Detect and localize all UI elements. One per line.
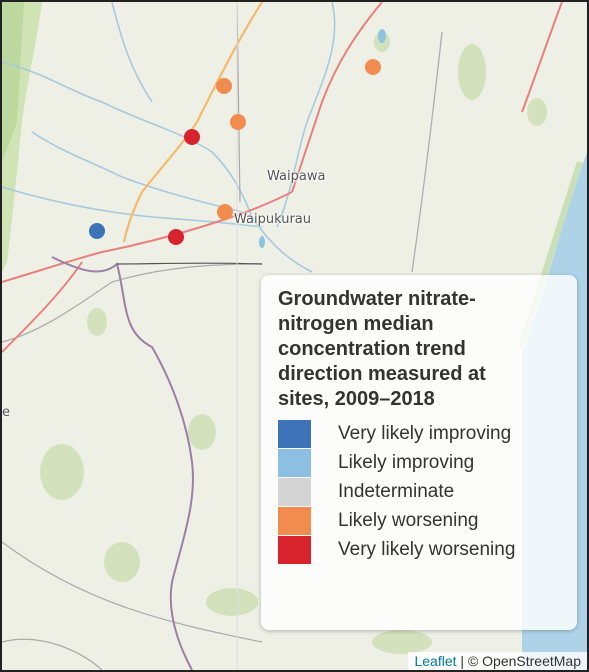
legend-label: Very likely improving [338,422,512,444]
legend-item: Indeterminate [278,477,563,506]
legend-swatch [278,419,311,448]
legend-swatch [278,448,311,477]
legend-title: Groundwater nitrate-nitrogen median conc… [278,288,486,410]
legend-label: Likely improving [338,451,475,473]
legend-label: Likely worsening [338,509,479,531]
legend-swatch [278,506,311,535]
legend-item: Very likely improving [278,419,563,448]
legend-item: Likely improving [278,448,563,477]
legend-swatch [278,535,311,564]
legend-item: Likely worsening [278,506,563,535]
map-attribution: Leaflet | © OpenStreetMap [408,652,587,670]
leaflet-link[interactable]: Leaflet [414,653,457,669]
legend-label: Very likely worsening [338,538,516,560]
town-label: Waipawa [267,169,326,184]
town-label: Waipukurau [234,212,312,227]
map-legend: Groundwater nitrate-nitrogen median conc… [261,275,577,630]
legend-label: Indeterminate [338,480,455,502]
legend-swatch [278,477,311,506]
town-label: e [2,405,10,420]
legend-item: Very likely worsening [278,535,563,564]
attribution-text: | © OpenStreetMap [456,653,581,669]
